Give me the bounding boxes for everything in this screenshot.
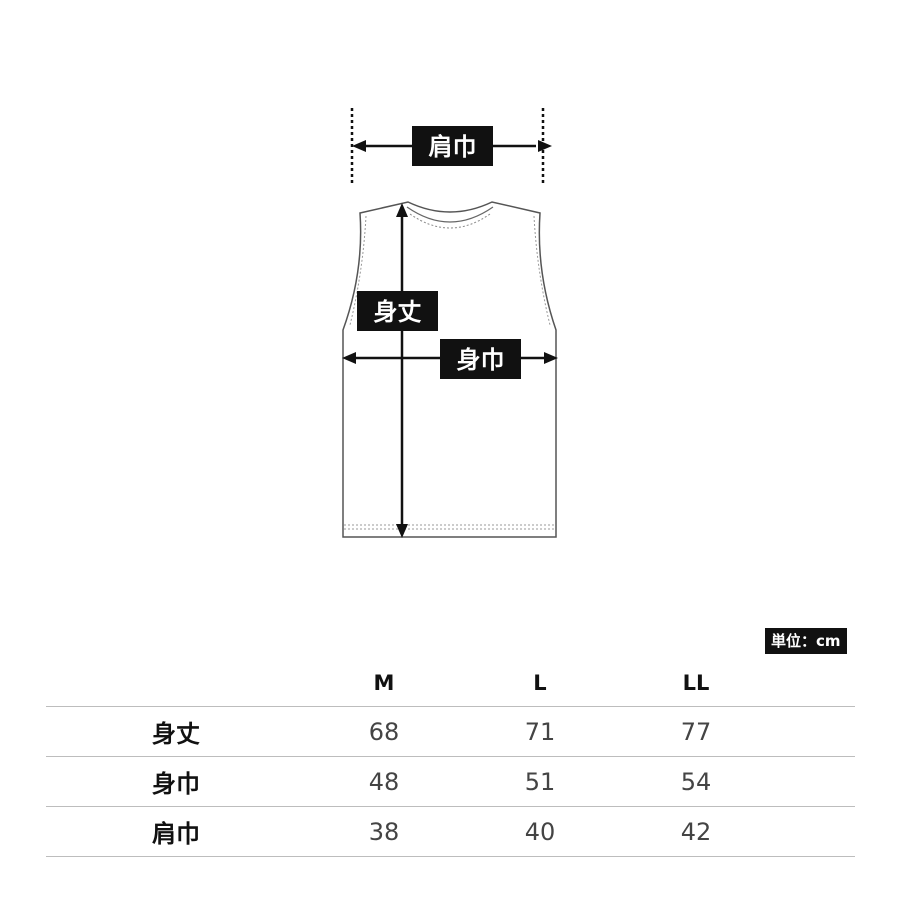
row-label-shoulder: 肩巾 (46, 806, 306, 857)
neckline-inner (406, 206, 494, 223)
table-cell: 48 (306, 756, 462, 807)
body-length-arrow (396, 203, 408, 538)
length-label-box (357, 291, 438, 331)
table-header-row: M L LL (46, 660, 855, 707)
table-cell: 71 (462, 706, 618, 757)
table-cell: 38 (306, 806, 462, 857)
row-label-width: 身巾 (46, 756, 306, 807)
row-label-length: 身丈 (46, 706, 306, 757)
unit-badge: 単位：cm (765, 628, 847, 654)
table-header-spacer (774, 660, 855, 707)
column-header-ll: LL (682, 671, 710, 695)
length-label: 身丈 (374, 298, 422, 326)
table-cell: 51 (462, 756, 618, 807)
table-row: 身巾 48 51 54 (46, 756, 855, 807)
table-cell: 42 (618, 806, 774, 857)
table-row: 身丈 68 71 77 (46, 706, 855, 757)
size-table: M L LL 身丈 68 71 77 身巾 48 51 54 肩巾 38 40 … (46, 660, 855, 857)
table-cell-spacer (774, 756, 855, 807)
table-header-blank (46, 660, 306, 707)
width-label-box (440, 339, 521, 379)
width-label: 身巾 (457, 346, 505, 374)
table-row: 肩巾 38 40 42 (46, 806, 855, 857)
table-cell: 68 (306, 706, 462, 757)
table-cell-spacer (774, 806, 855, 857)
neckline-stitch (409, 213, 491, 229)
table-cell: 77 (618, 706, 774, 757)
column-header-l: L (533, 671, 547, 695)
shoulder-label: 肩巾 (429, 133, 477, 161)
table-cell: 54 (618, 756, 774, 807)
table-cell-spacer (774, 706, 855, 757)
column-header-m: M (373, 671, 395, 695)
size-diagram: 肩巾 身丈 身巾 (342, 108, 558, 538)
shoulder-label-box (412, 126, 493, 166)
table-cell: 40 (462, 806, 618, 857)
